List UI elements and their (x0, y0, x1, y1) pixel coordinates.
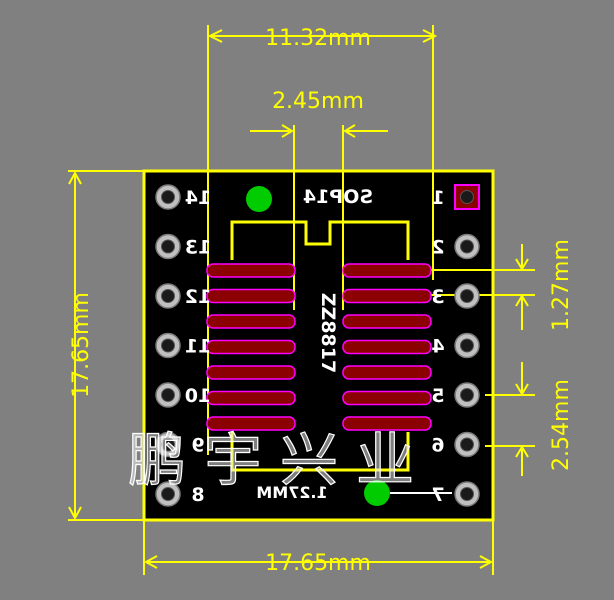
pin-label-right: 4 (431, 336, 444, 358)
right-smd-pad (342, 288, 432, 304)
right-pin (454, 382, 480, 408)
dim-board-height: 17.65mm (69, 292, 94, 398)
dim-board-width: 17.65mm (265, 551, 371, 576)
left-smd-pad (206, 339, 296, 355)
dim-width-top: 11.32mm (265, 26, 371, 51)
ic-outline (230, 220, 410, 472)
left-pin (155, 481, 181, 507)
top-via (246, 186, 272, 212)
pin-label-right: 7 (431, 484, 444, 506)
pin-label-left: 13 (185, 237, 211, 259)
watermark: 鹏宇兴业 (128, 426, 432, 494)
right-smd-pad (342, 365, 432, 380)
left-pin (155, 382, 181, 408)
right-smd-pad (342, 390, 432, 406)
pin-label-right: 6 (431, 435, 444, 457)
right-smd-pad (342, 314, 432, 329)
pin-label-left: 10 (185, 385, 211, 407)
pin-label-left: 9 (191, 435, 204, 457)
pin-label-right: 5 (431, 385, 444, 407)
package-label: SOP14 (303, 186, 373, 208)
right-pin (454, 332, 480, 359)
pcb-board (142, 169, 495, 522)
pin-label-right: 2 (431, 237, 444, 259)
left-pin (155, 332, 181, 359)
dim-pad-width: 2.45mm (272, 89, 364, 114)
pin-label-left: 11 (185, 336, 211, 358)
left-pin (155, 431, 181, 458)
dim-pitch-large: 2.54mm (549, 379, 574, 471)
left-smd-pad (206, 416, 296, 431)
right-pin (454, 283, 480, 309)
right-smd-pad (342, 416, 432, 431)
right-pin (454, 184, 480, 210)
dimension-lines (68, 25, 535, 575)
left-pin (155, 283, 181, 309)
left-pin (155, 233, 181, 260)
left-smd-pad (206, 365, 296, 380)
right-pin (454, 431, 480, 458)
pitch-label: 1.27MM (256, 483, 327, 502)
right-pin (454, 481, 480, 507)
left-smd-pad (206, 288, 296, 304)
through-hole-pins (155, 184, 480, 507)
part-number-label: ZZ8817 (317, 293, 339, 373)
right-pin (454, 233, 480, 260)
dim-pitch-small: 1.27mm (549, 239, 574, 331)
pin-label-right: 3 (431, 286, 444, 308)
left-smd-pad (206, 314, 296, 329)
left-pin (155, 184, 181, 210)
right-smd-pad (342, 339, 432, 355)
pin-label-left: 8 (191, 484, 204, 506)
left-smd-pad (206, 263, 296, 278)
right-smd-pad (342, 263, 432, 278)
smd-pads (206, 263, 432, 431)
bottom-via (364, 480, 390, 506)
pin-label-left: 12 (185, 286, 211, 308)
left-smd-pad (206, 390, 296, 406)
pin-label-left: 14 (185, 187, 211, 209)
pin-label-right: 1 (431, 187, 444, 209)
